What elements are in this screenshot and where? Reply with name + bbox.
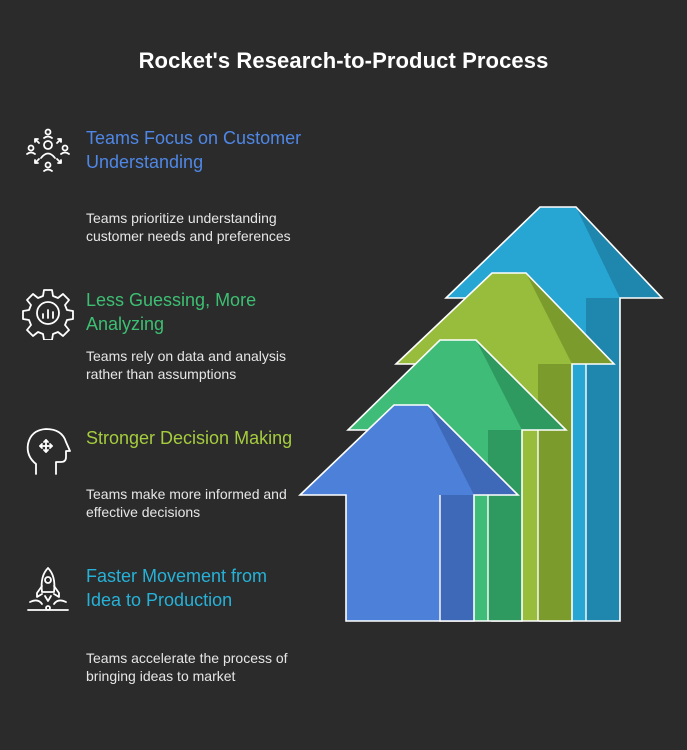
item-heading: Faster Movement from Idea to Production <box>86 566 268 610</box>
arrow-blue-side <box>428 405 518 621</box>
item-description: Teams rely on data and analysis rather t… <box>86 348 286 382</box>
item-heading: Teams Focus on Customer Understanding <box>86 128 302 172</box>
rising-arrows-graphic <box>298 206 664 622</box>
item-heading: Stronger Decision Making <box>86 428 293 448</box>
arrow-lime-side <box>526 273 614 621</box>
customer-network-icon <box>26 128 70 172</box>
item-description: Teams make more informed and effective d… <box>86 486 287 520</box>
rocket-icon <box>27 567 69 611</box>
head-decision-icon <box>26 428 71 475</box>
item-heading: Less Guessing, More Analyzing <box>86 290 257 334</box>
arrow-blue-outline <box>298 404 520 622</box>
page-title: Rocket's Research-to-Product Process <box>138 48 549 73</box>
gear-analytics-icon <box>22 289 74 340</box>
arrow-green-side <box>476 340 566 621</box>
arrow-cyan-side <box>576 207 662 621</box>
item-description: Teams prioritize understanding customer … <box>86 210 291 244</box>
item-description: Teams accelerate the process of bringing… <box>86 650 288 684</box>
